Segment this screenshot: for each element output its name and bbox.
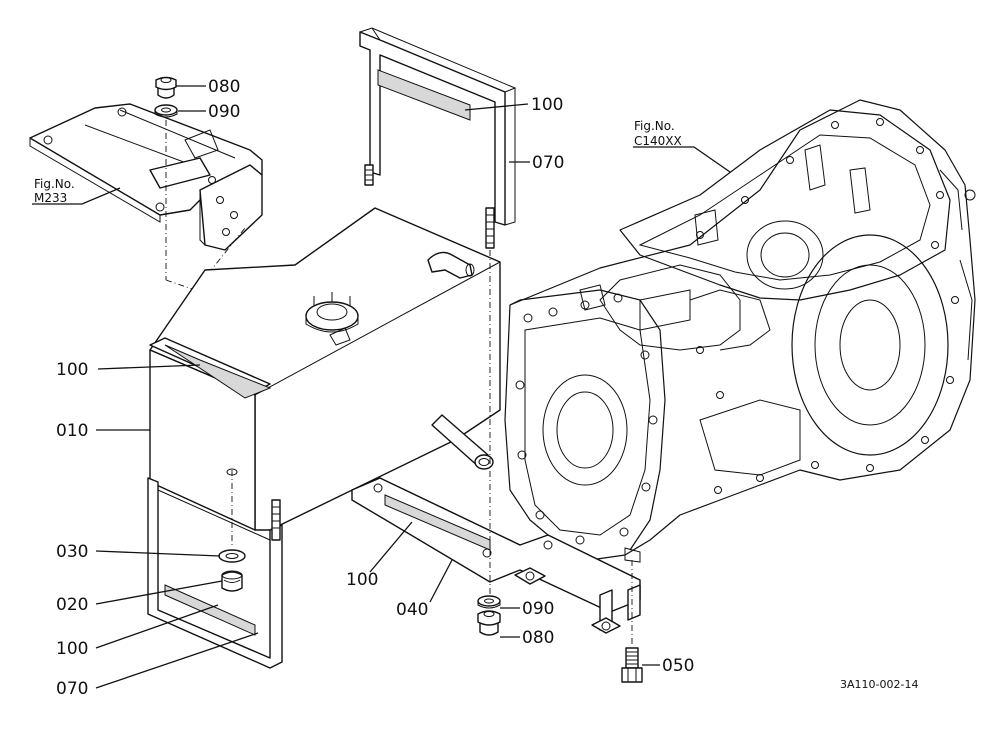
gasket-030 [218,549,246,563]
callout-050: 050 [662,656,694,676]
bolt-050 [621,647,643,683]
transmission-case [504,99,976,563]
figure-ref-c140: Fig.No. C140XX [634,119,682,148]
callout-030: 030 [56,542,88,562]
callout-090-top: 090 [208,102,240,122]
callout-090-bottom: 090 [522,599,554,619]
drain-plug-020 [221,570,243,592]
callout-labels: 080 090 100 070 100 010 030 020 100 070 … [56,77,694,699]
callout-100-bracket: 100 [346,570,378,590]
leader-lines [32,85,731,689]
lower-washer-090 [477,595,501,609]
callout-100-strap: 100 [531,95,563,115]
callout-010: 010 [56,421,88,441]
callout-040: 040 [396,600,428,620]
bottom-strap-070 [147,477,283,669]
case-bolt-holes [515,118,976,545]
callout-020: 020 [56,595,88,615]
callout-080-bottom: 080 [522,628,554,648]
figure-ref-m233-line1: Fig.No. [34,177,75,191]
callout-100-left: 100 [56,360,88,380]
figure-ref-m233-line2: M233 [34,191,67,205]
figure-ref-c140-line1: Fig.No. [634,119,675,133]
figure-ref-m233: Fig.No. M233 [34,177,75,205]
left-strap-pad [149,337,272,399]
fuel-tank-010 [149,207,501,545]
drawing-code: 3A110-002-14 [840,678,918,691]
lower-nut-080 [477,610,501,636]
callout-070-bottom: 070 [56,679,88,699]
top-strap-070 [359,27,517,249]
bottom-bracket-040 [351,477,641,634]
upper-bracket [29,103,263,251]
callout-100-bottom: 100 [56,639,88,659]
upper-washer-090 [154,104,178,118]
callout-080-top: 080 [208,77,240,97]
callout-070-strap: 070 [532,153,564,173]
figure-ref-c140-line2: C140XX [634,134,682,148]
upper-nut-080 [155,76,177,99]
